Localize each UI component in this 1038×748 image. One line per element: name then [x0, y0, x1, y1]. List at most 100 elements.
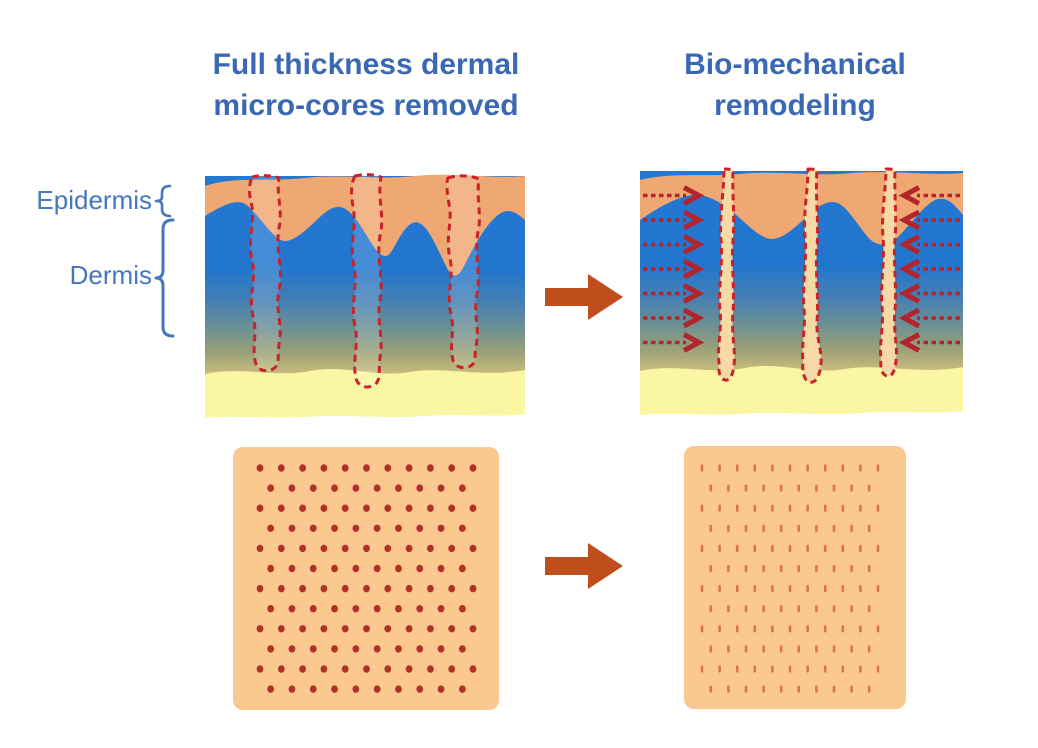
closed-core-dash	[859, 665, 862, 673]
title-bio-mechanical-remodeling: Bio-mechanical remodeling	[684, 48, 906, 123]
closed-core-dash	[744, 645, 748, 653]
micro-core-dot	[448, 625, 456, 633]
remodel-arrow-head	[682, 332, 705, 353]
micro-core-dot	[331, 564, 338, 573]
micro-core-dot	[256, 584, 264, 593]
closed-core-dash	[779, 524, 783, 532]
closed-core-dash	[735, 544, 739, 552]
micro-core-dot	[373, 645, 381, 653]
closed-core-dash	[832, 484, 836, 492]
closed-core-dash	[700, 464, 704, 472]
micro-core-dot	[352, 564, 360, 573]
closed-core-dash	[735, 585, 739, 593]
micro-core-dot	[405, 544, 413, 553]
micro-core-dot	[256, 625, 264, 633]
remodel-arrow-head	[682, 209, 705, 231]
closed-core-dash	[823, 625, 827, 633]
closed-core-dash	[779, 484, 783, 492]
closed-core-dash	[753, 504, 757, 512]
micro-core-dot	[256, 464, 264, 472]
closed-core-dash	[823, 665, 827, 673]
closed-core-dash	[859, 585, 862, 593]
closed-core-dash	[771, 585, 774, 593]
closed-core-dash	[709, 685, 713, 693]
epidermis-layer-right	[640, 172, 963, 245]
micro-core-dot	[341, 665, 349, 673]
closed-core-dash	[744, 524, 748, 532]
closed-core-dash	[832, 564, 836, 573]
closed-core-dash	[718, 464, 721, 472]
closed-core-dash	[832, 605, 836, 613]
micro-core-dot	[384, 464, 392, 472]
closed-core-dash	[841, 625, 845, 633]
skin-patch-with-cores	[233, 447, 499, 710]
closed-core-dash	[850, 605, 853, 613]
closed-core-dash	[876, 585, 880, 593]
closed-core-dash	[797, 685, 801, 693]
closed-core-dash	[762, 685, 765, 693]
micro-core-dot	[395, 484, 402, 492]
closed-core-dash	[797, 484, 801, 492]
micro-core-dot	[309, 564, 317, 573]
micro-core-dot	[320, 625, 328, 633]
micro-core-dot	[299, 504, 306, 512]
closed-core-dash	[753, 544, 757, 552]
micro-core-dot	[352, 685, 360, 693]
micro-core-dot	[416, 484, 424, 492]
micro-core-dot	[277, 544, 285, 553]
closed-core-dash	[753, 665, 757, 673]
transition-arrow-bottom	[545, 543, 623, 589]
closed-core-dash	[841, 665, 845, 673]
closed-core-dash	[797, 605, 801, 613]
closed-core-dash	[762, 524, 765, 532]
micro-core-dot	[405, 625, 413, 633]
closed-core-dash	[850, 524, 853, 532]
closed-core-dash	[700, 665, 704, 673]
micro-core-dot	[331, 484, 338, 492]
closed-core-dash	[797, 645, 801, 653]
micro-core-dot	[288, 484, 296, 492]
remodel-arrow-head	[682, 258, 705, 280]
micro-core-dot	[448, 584, 456, 593]
closed-core-dash	[718, 544, 721, 552]
micro-core-dot	[363, 464, 370, 472]
micro-core-dot	[384, 504, 392, 512]
micro-core-dot	[352, 484, 360, 492]
closed-core-dash	[727, 564, 730, 573]
closed-core-dash	[762, 645, 765, 653]
micro-core-outline	[350, 173, 384, 389]
closed-core-dash	[744, 605, 748, 613]
remodel-arrow-head	[682, 234, 705, 255]
closed-core-dash	[744, 484, 748, 492]
closed-core-dash	[762, 605, 765, 613]
closed-core-dash	[753, 625, 757, 633]
closed-core-dash	[841, 504, 845, 512]
micro-core-dot	[341, 504, 349, 512]
micro-core-dot	[320, 584, 328, 593]
micro-core-dot	[341, 544, 349, 553]
micro-core-dot	[320, 464, 328, 472]
closed-core-dash	[727, 524, 730, 532]
closed-core-dash	[832, 645, 836, 653]
closed-core-dash	[709, 484, 713, 492]
micro-core-dot	[363, 504, 370, 512]
closed-core-dash	[806, 625, 809, 633]
micro-core-dot	[458, 605, 466, 613]
remodel-arrow-head	[898, 258, 921, 280]
closed-core-dash	[700, 544, 704, 552]
micro-core-dot	[469, 504, 477, 512]
micro-core-dot	[437, 645, 445, 653]
micro-core-dot	[256, 504, 264, 512]
micro-core-dot	[363, 665, 370, 673]
skin-patch-remodeled	[684, 446, 906, 709]
micro-core-dot	[416, 564, 424, 573]
micro-core-dot	[320, 504, 328, 512]
closed-core-dash	[832, 685, 836, 693]
closed-core-dash	[806, 544, 809, 552]
micro-core-dot	[288, 524, 296, 532]
micro-core-dot	[469, 584, 477, 593]
micro-core-dot	[416, 685, 424, 693]
micro-core-dot	[299, 584, 306, 593]
epidermis-brace	[154, 184, 172, 218]
closed-core-dash	[867, 605, 871, 613]
